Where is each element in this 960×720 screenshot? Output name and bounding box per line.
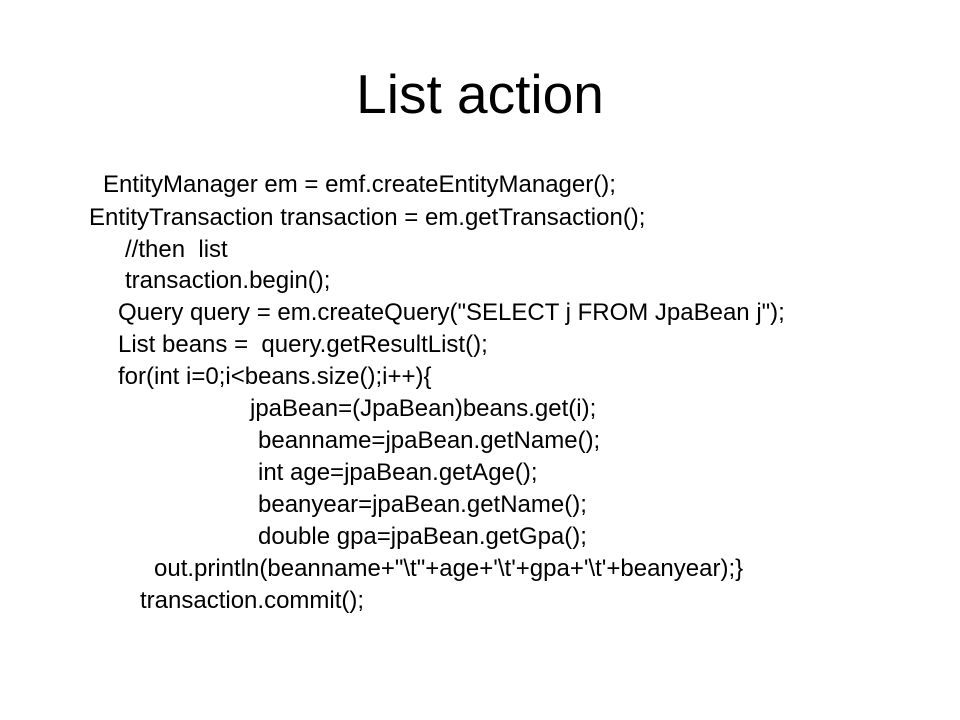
slide-title: List action bbox=[356, 63, 604, 125]
code-line: for(int i=0;i<beans.size();i++){ bbox=[118, 363, 432, 390]
code-line: Query query = em.createQuery("SELECT j F… bbox=[118, 299, 785, 326]
code-line: int age=jpaBean.getAge(); bbox=[258, 459, 538, 486]
code-line: List beans = query.getResultList(); bbox=[118, 331, 488, 358]
code-line: transaction.commit(); bbox=[140, 587, 365, 614]
code-line: EntityTransaction transaction = em.getTr… bbox=[89, 204, 646, 231]
code-line: //then list bbox=[125, 236, 228, 263]
code-line: beanname=jpaBean.getName(); bbox=[258, 427, 601, 454]
code-line: double gpa=jpaBean.getGpa(); bbox=[258, 523, 587, 550]
code-line: EntityManager em = emf.createEntityManag… bbox=[103, 171, 616, 198]
code-line: out.println(beanname+"\t"+age+'\t'+gpa+'… bbox=[154, 555, 744, 582]
code-line: jpaBean=(JpaBean)beans.get(i); bbox=[250, 395, 597, 422]
code-line: beanyear=jpaBean.getName(); bbox=[258, 491, 587, 518]
code-line: transaction.begin(); bbox=[125, 267, 331, 294]
